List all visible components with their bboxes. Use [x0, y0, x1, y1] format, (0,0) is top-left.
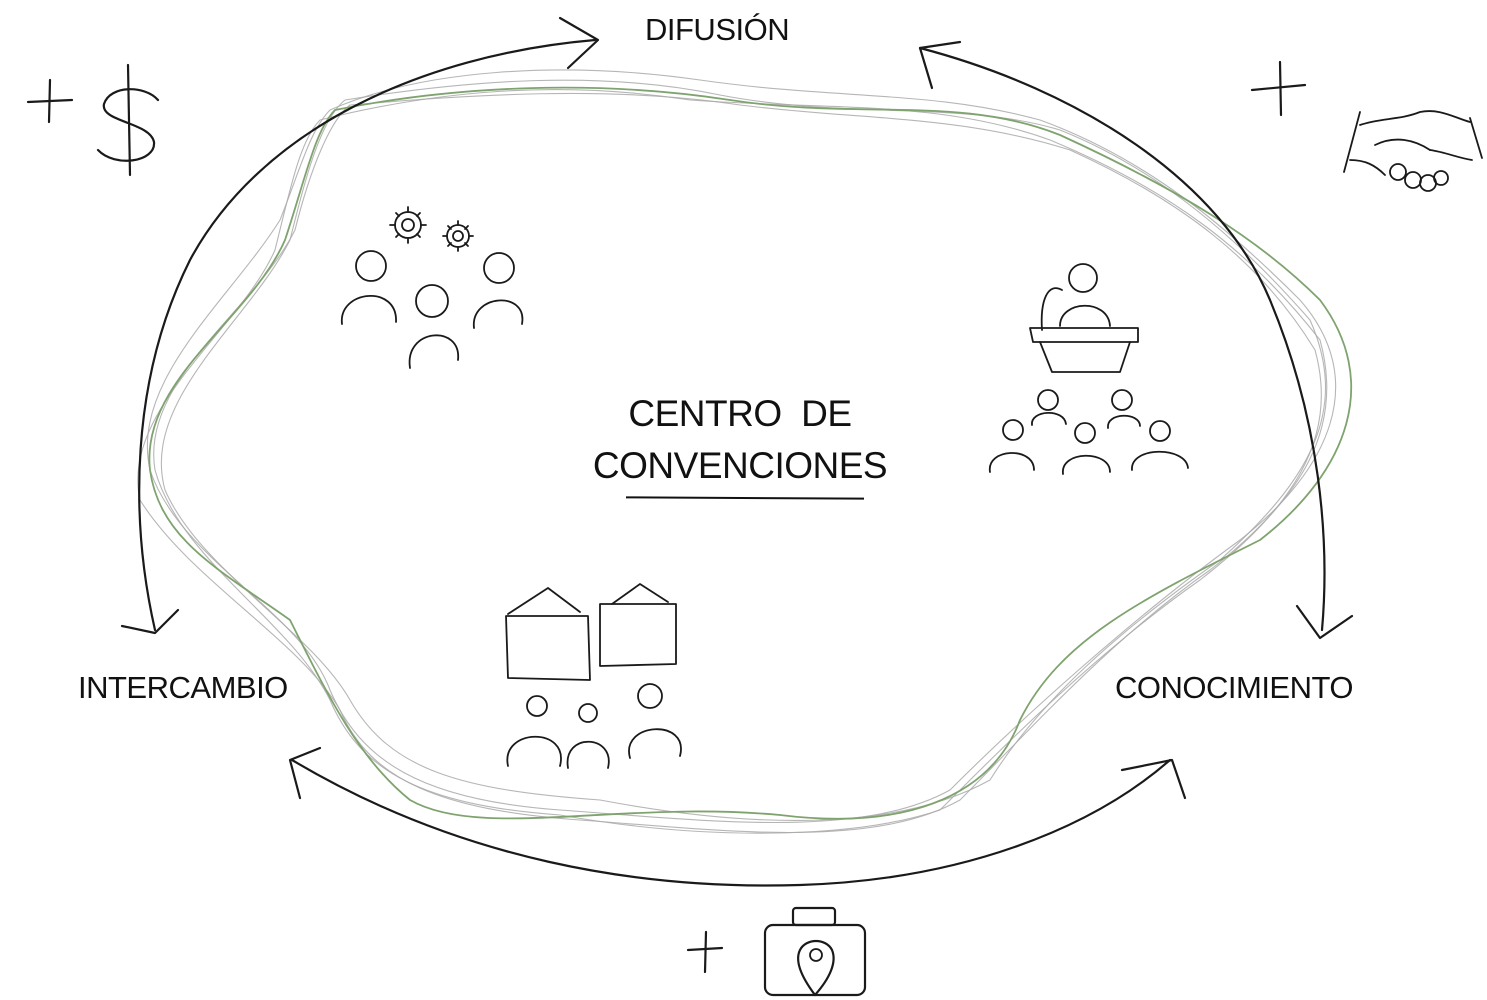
plus-location-camera-icon — [686, 906, 867, 997]
speaker-podium-audience-icon — [989, 263, 1189, 475]
plus-handshake-icon — [1250, 60, 1483, 192]
node-label-difusion: DIFUSIÓN — [645, 12, 790, 47]
node-label-conocimiento: CONOCIMIENTO — [1115, 670, 1354, 705]
center-title-line-2: CONVENCIONES — [592, 445, 888, 486]
team-gears-icon — [341, 206, 524, 369]
center-title-line-1: CENTRO DE — [628, 393, 852, 434]
node-label-intercambio: INTERCAMBIO — [78, 670, 288, 705]
arrow-difusion-to-conocimiento — [918, 40, 1354, 640]
presentation-boards-audience-icon — [505, 583, 682, 769]
center-title: CENTRO DE CONVENCIONES — [560, 388, 920, 492]
arrow-difusion-to-intercambio — [120, 16, 600, 635]
arrow-intercambio-to-conocimiento — [288, 746, 1187, 887]
plus-dollar-icon — [26, 63, 160, 177]
wavy-blob-outline — [137, 69, 1353, 834]
